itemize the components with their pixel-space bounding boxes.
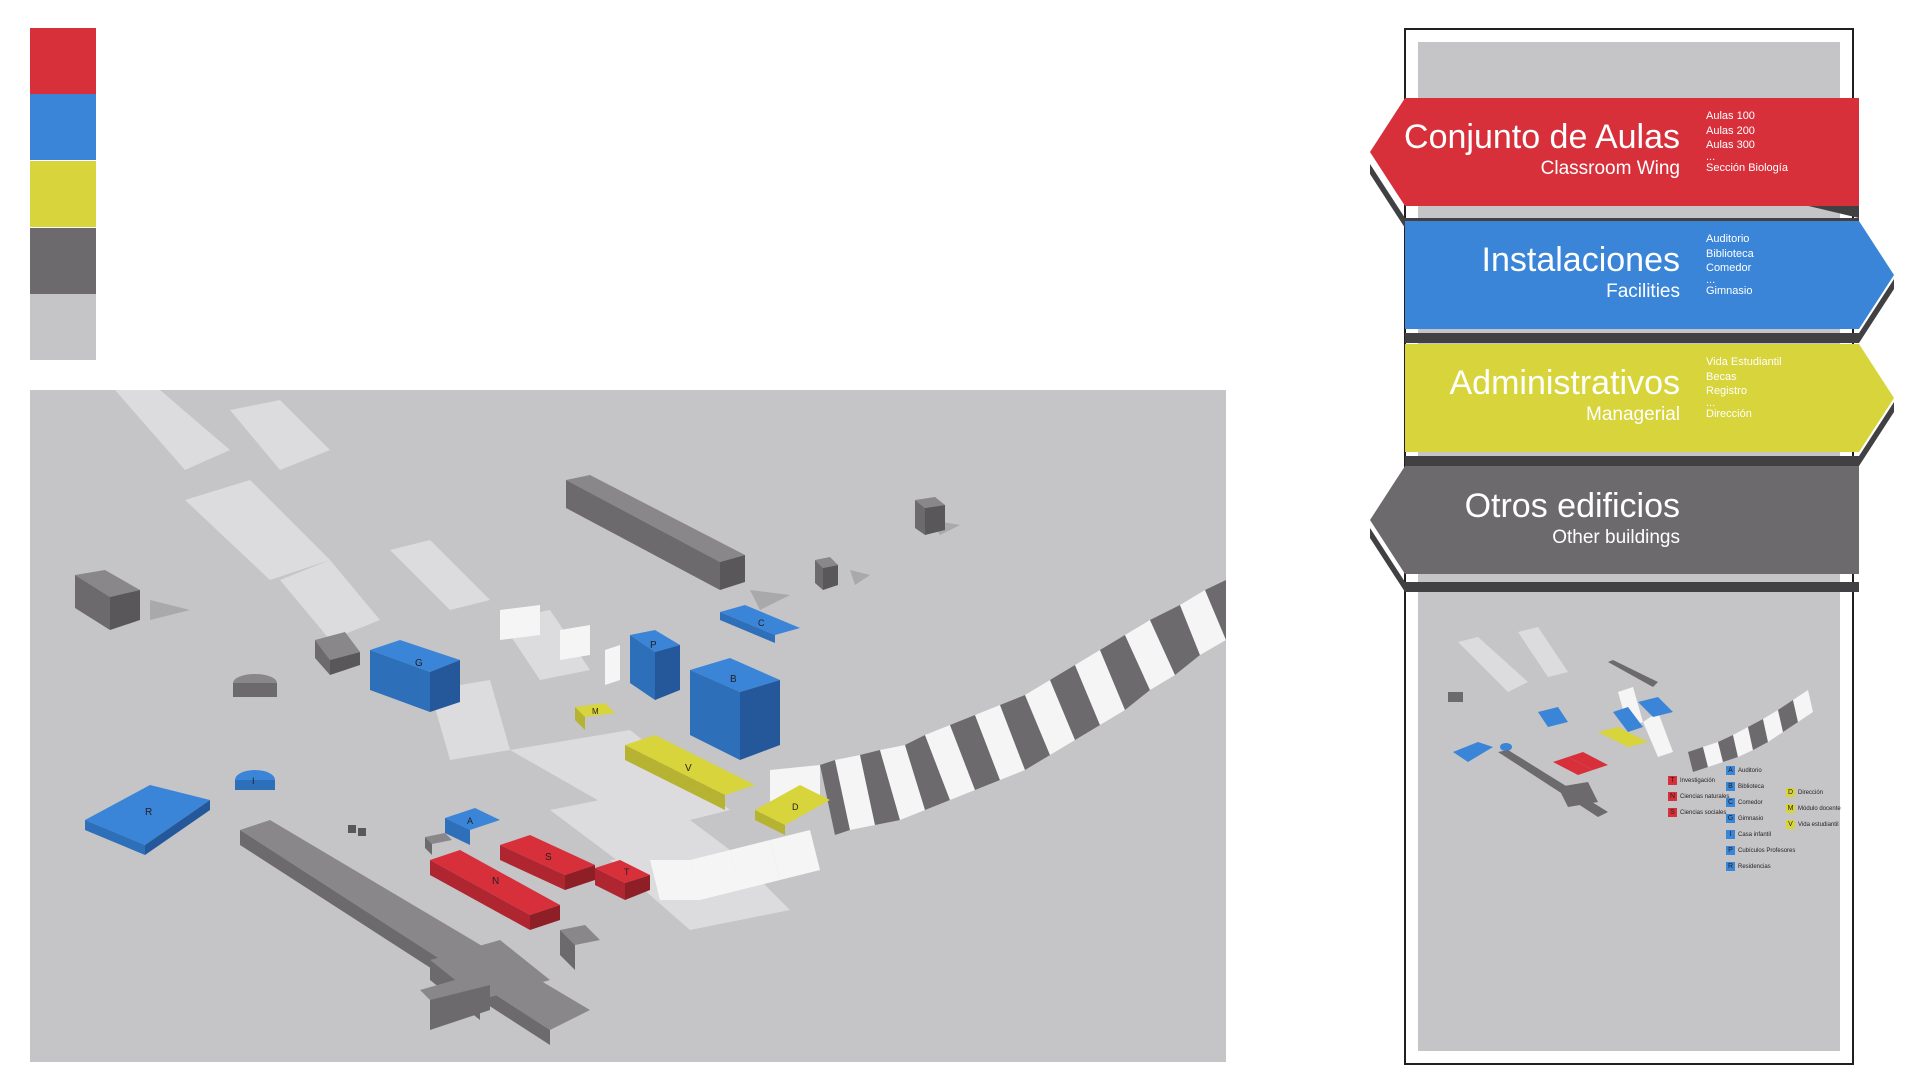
sign-aulas-item: Aulas 100 — [1706, 110, 1755, 122]
sign-instalaciones-item: Comedor — [1706, 262, 1752, 274]
building-label-r: R — [145, 807, 152, 818]
sign-aulas — [1370, 98, 1859, 228]
sign-aulas-item: ... — [1706, 150, 1716, 163]
sign-administrativos-item: ... — [1706, 396, 1716, 409]
building-label-t: T — [624, 867, 630, 877]
sign-instalaciones-item: Auditorio — [1706, 233, 1750, 245]
sign-aulas-item: Sección Biología — [1706, 161, 1788, 174]
sign-administrativos-item: Becas — [1706, 370, 1737, 383]
sign-instalaciones-subtitle: Facilities — [1606, 281, 1680, 302]
mini-map — [1448, 627, 1813, 817]
swatch-gray-light — [30, 294, 96, 360]
sign-instalaciones-item: Biblioteca — [1706, 247, 1754, 260]
sign-aulas-title: Conjunto de Aulas — [1404, 118, 1680, 156]
sign-administrativos-title: Administrativos — [1449, 364, 1680, 402]
building-label-v: V — [685, 763, 692, 774]
yellow-buildings: M V D — [575, 703, 830, 835]
sign-aulas-item: Aulas 200 — [1706, 124, 1755, 137]
building-label-b: B — [730, 674, 737, 685]
zigzag-path — [500, 580, 1226, 900]
building-label-a: A — [467, 816, 473, 826]
gray-buildings — [75, 475, 945, 1045]
building-label-m: M — [592, 707, 599, 716]
building-label-d: D — [792, 802, 799, 812]
sign-aulas-subtitle: Classroom Wing — [1540, 158, 1680, 179]
campus-map-drawing: G P B C I R A M — [75, 390, 1226, 1045]
direction-signs — [1370, 98, 1894, 592]
swatch-yellow — [30, 161, 96, 227]
sign-otros-title: Otros edificios — [1464, 487, 1680, 525]
building-label-n: N — [492, 876, 499, 887]
sign-instalaciones-list: Auditorio Biblioteca Comedor ... Gimnasi… — [1706, 232, 1754, 298]
swatch-blue — [30, 94, 96, 160]
building-label-i: I — [252, 776, 255, 786]
sign-administrativos-subtitle: Managerial — [1586, 404, 1680, 425]
sign-instalaciones-item: ... — [1706, 273, 1716, 286]
red-buildings: S N T — [430, 835, 650, 930]
sign-instalaciones-item: Gimnasio — [1706, 284, 1753, 297]
building-label-g: G — [415, 658, 423, 669]
sign-aulas-list: Aulas 100 Aulas 200 Aulas 300 ... Secció… — [1706, 109, 1788, 175]
sign-administrativos-item: Registro — [1706, 385, 1747, 397]
building-label-p: P — [650, 640, 657, 651]
sign-instalaciones-title: Instalaciones — [1481, 241, 1680, 279]
sign-aulas-item: Aulas 300 — [1706, 139, 1755, 151]
building-label-s: S — [545, 852, 552, 863]
sign-administrativos-item: Dirección — [1706, 407, 1752, 420]
campus-map: G P B C I R A M — [30, 390, 1226, 1062]
sign-otros — [1370, 466, 1859, 592]
sign-administrativos-item: Vida Estudiantil — [1706, 356, 1782, 368]
swatch-gray-dark — [30, 228, 96, 294]
building-label-c: C — [758, 618, 765, 628]
sign-otros-subtitle: Other buildings — [1552, 527, 1680, 548]
sign-administrativos — [1405, 344, 1894, 466]
sign-instalaciones — [1405, 221, 1894, 343]
blue-buildings: G P B C I R A — [85, 605, 800, 855]
sign-administrativos-list: Vida Estudiantil Becas Registro ... Dire… — [1706, 355, 1782, 421]
swatch-red — [30, 28, 96, 94]
